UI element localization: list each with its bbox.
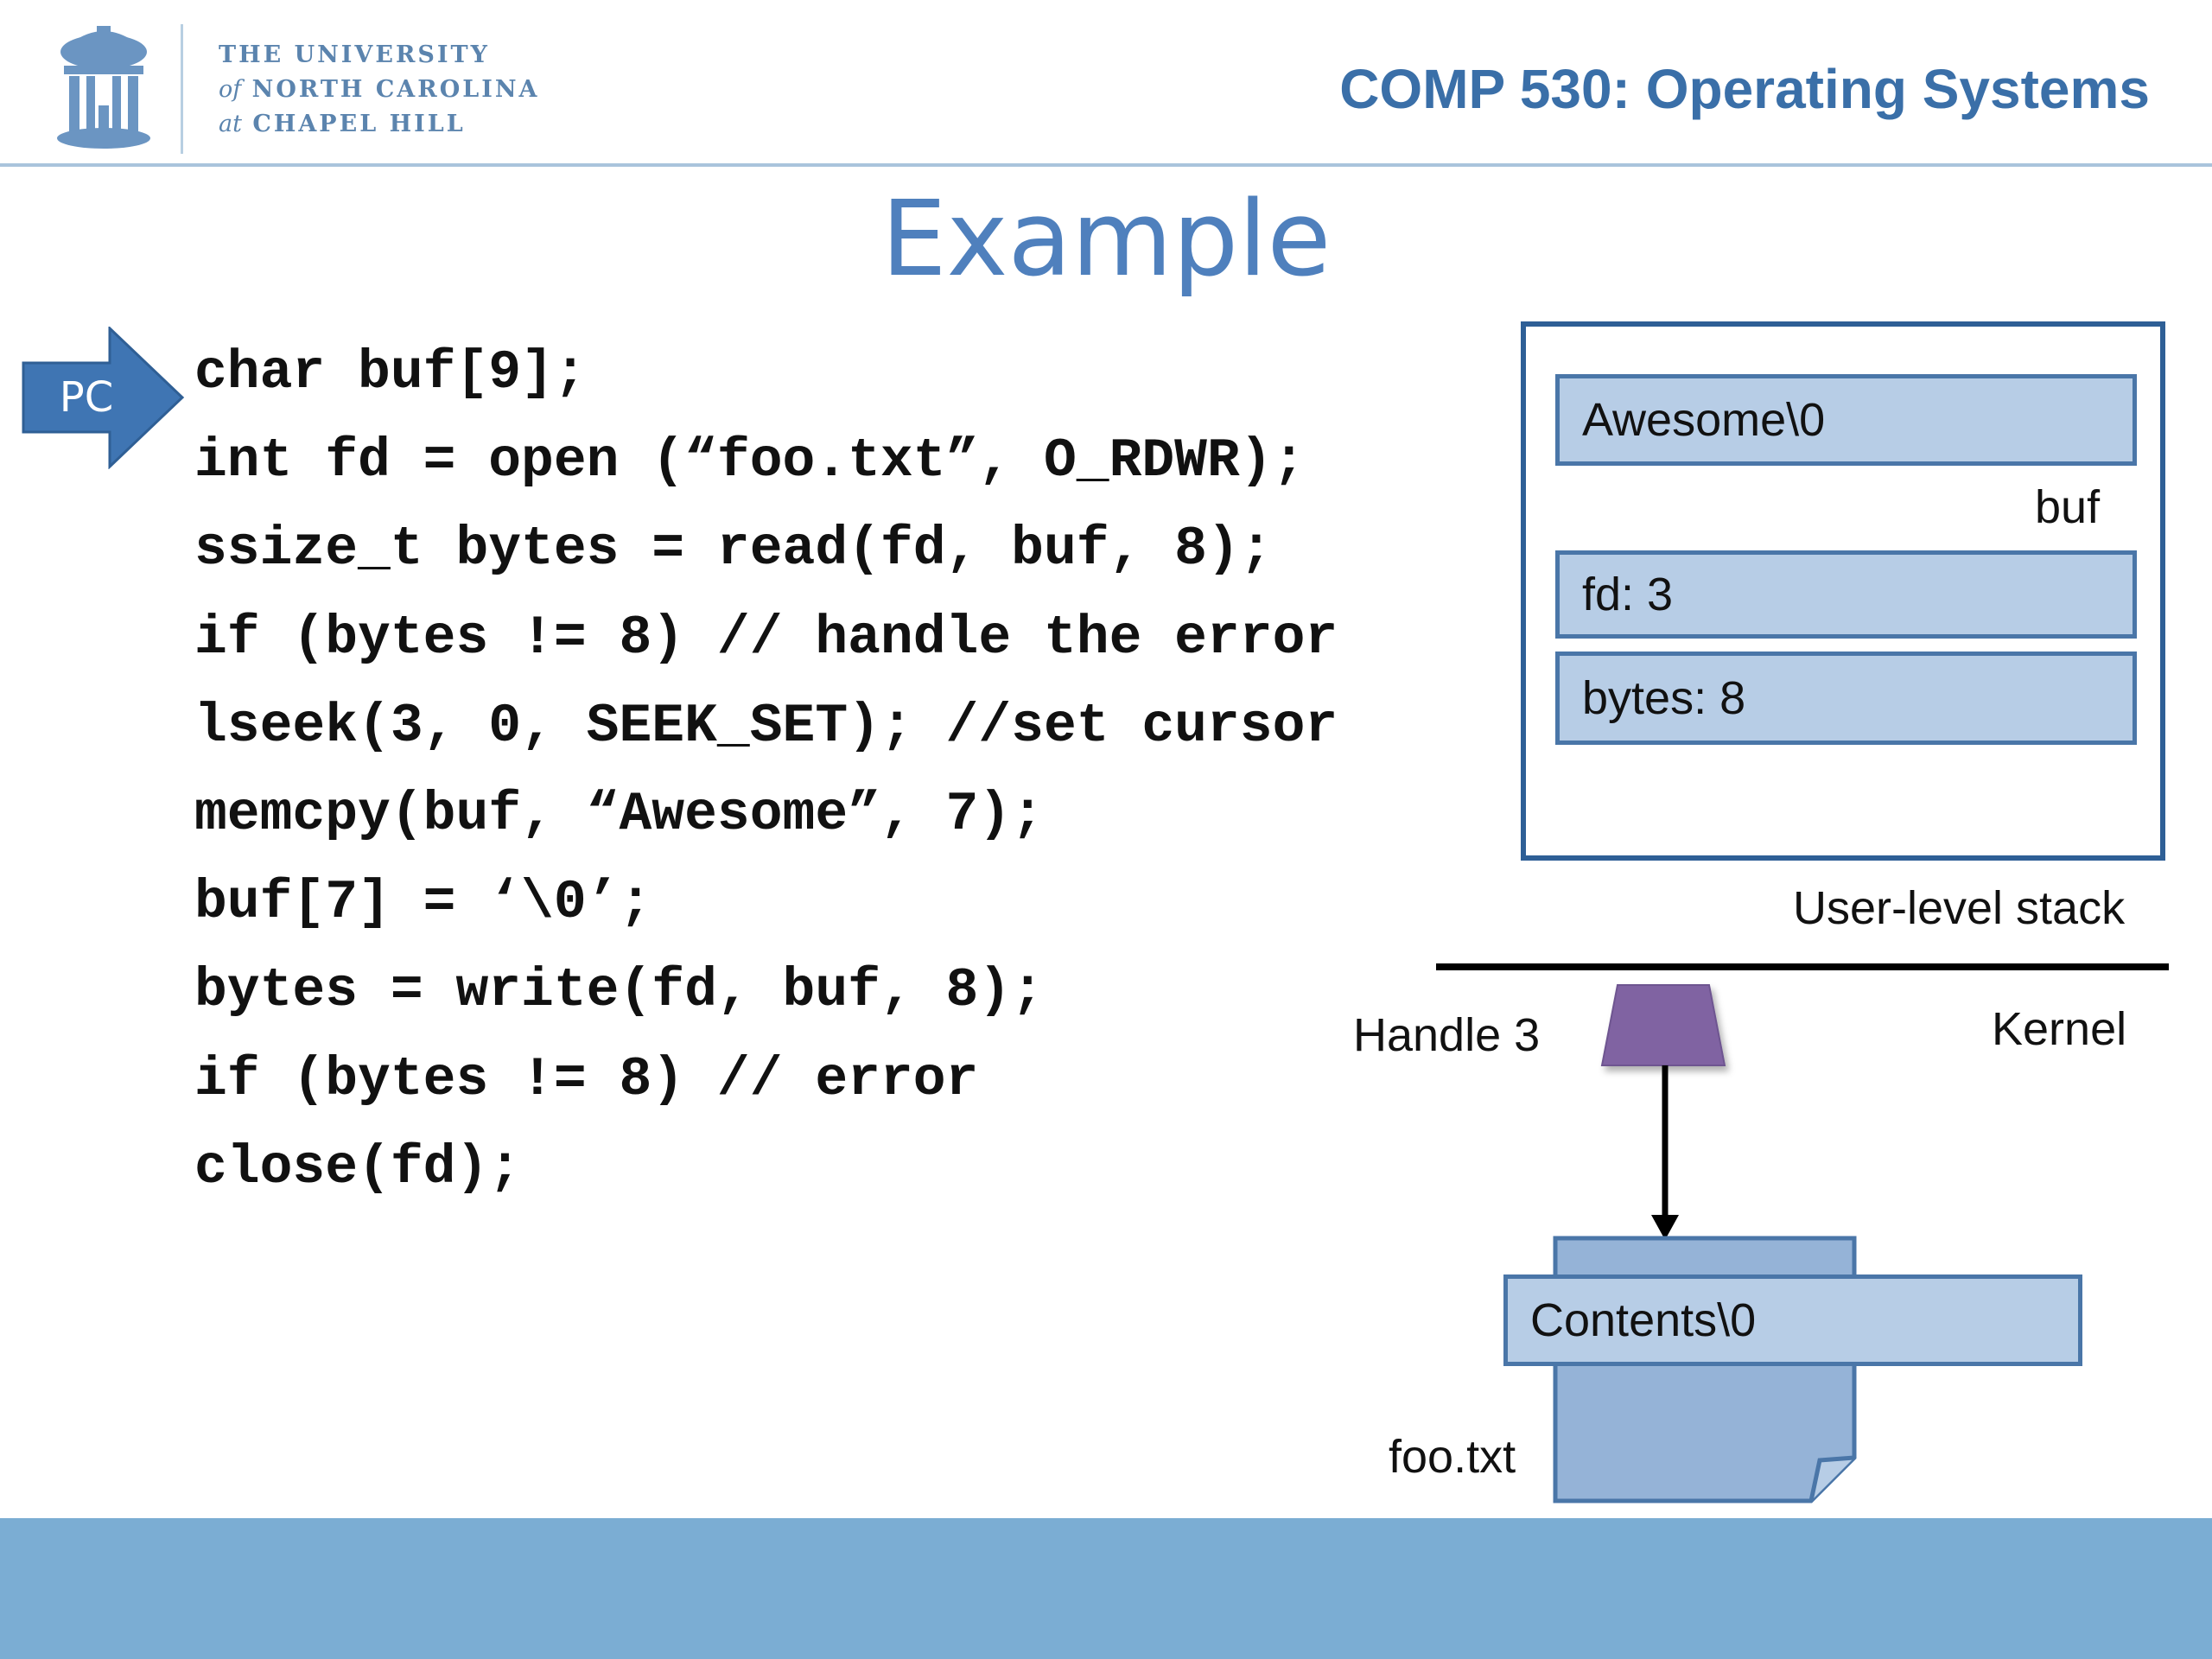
pc-arrow-icon: [22, 327, 185, 469]
kernel-label: Kernel: [1992, 1003, 2127, 1055]
buf-cell: Awesome\0: [1555, 374, 2137, 466]
handle-label: Handle 3: [1353, 1009, 1541, 1061]
code-line: bytes = write(fd, buf, 8);: [194, 960, 1044, 1022]
code-line: memcpy(buf, “Awesome”, 7);: [194, 783, 1044, 845]
university-line-1: THE UNIVERSITY: [219, 41, 490, 68]
file-name-label: foo.txt: [1389, 1431, 1516, 1483]
code-listing: char buf[9]; int fd = open (“foo.txt”, O…: [194, 339, 1338, 1222]
fd-value: fd: 3: [1582, 569, 1674, 620]
old-well-logo-icon: [57, 26, 150, 149]
code-line: int fd = open (“foo.txt”, O_RDWR);: [194, 430, 1306, 493]
footer-band: [0, 1518, 2212, 1659]
buf-value: Awesome\0: [1582, 394, 1826, 446]
file-contents-value: Contents\0: [1530, 1294, 1757, 1346]
code-line: buf[7] = ‘\0’;: [194, 872, 652, 934]
header-divider: [0, 163, 2212, 167]
fd-cell: fd: 3: [1555, 550, 2137, 639]
arrow-head-icon: [1651, 1215, 1679, 1240]
code-line: if (bytes != 8) // handle the error: [194, 607, 1338, 669]
logo-divider: [181, 24, 183, 154]
file-contents-cell: Contents\0: [1503, 1274, 2082, 1366]
university-line-2: of NORTH CAROLINA: [219, 76, 540, 103]
code-line: if (bytes != 8) // error: [194, 1048, 979, 1110]
slide-title: Example: [880, 180, 1332, 300]
code-line: ssize_t bytes = read(fd, buf, 8);: [194, 518, 1273, 581]
code-line: lseek(3, 0, SEEK_SET); //set cursor: [194, 695, 1338, 757]
course-title: COMP 530: Operating Systems: [1339, 58, 2150, 120]
user-stack-label: User-level stack: [1793, 882, 2126, 934]
bytes-value: bytes: 8: [1582, 672, 1746, 724]
code-line: close(fd);: [194, 1136, 522, 1198]
pc-label: PC: [59, 373, 114, 422]
code-line: char buf[9];: [194, 342, 587, 404]
buf-label: buf: [2035, 481, 2101, 533]
file-handle-icon: [1600, 984, 1726, 1066]
bytes-cell: bytes: 8: [1555, 652, 2137, 745]
university-line-3: at CHAPEL HILL: [219, 111, 466, 137]
kernel-boundary-line: [1436, 963, 2169, 970]
